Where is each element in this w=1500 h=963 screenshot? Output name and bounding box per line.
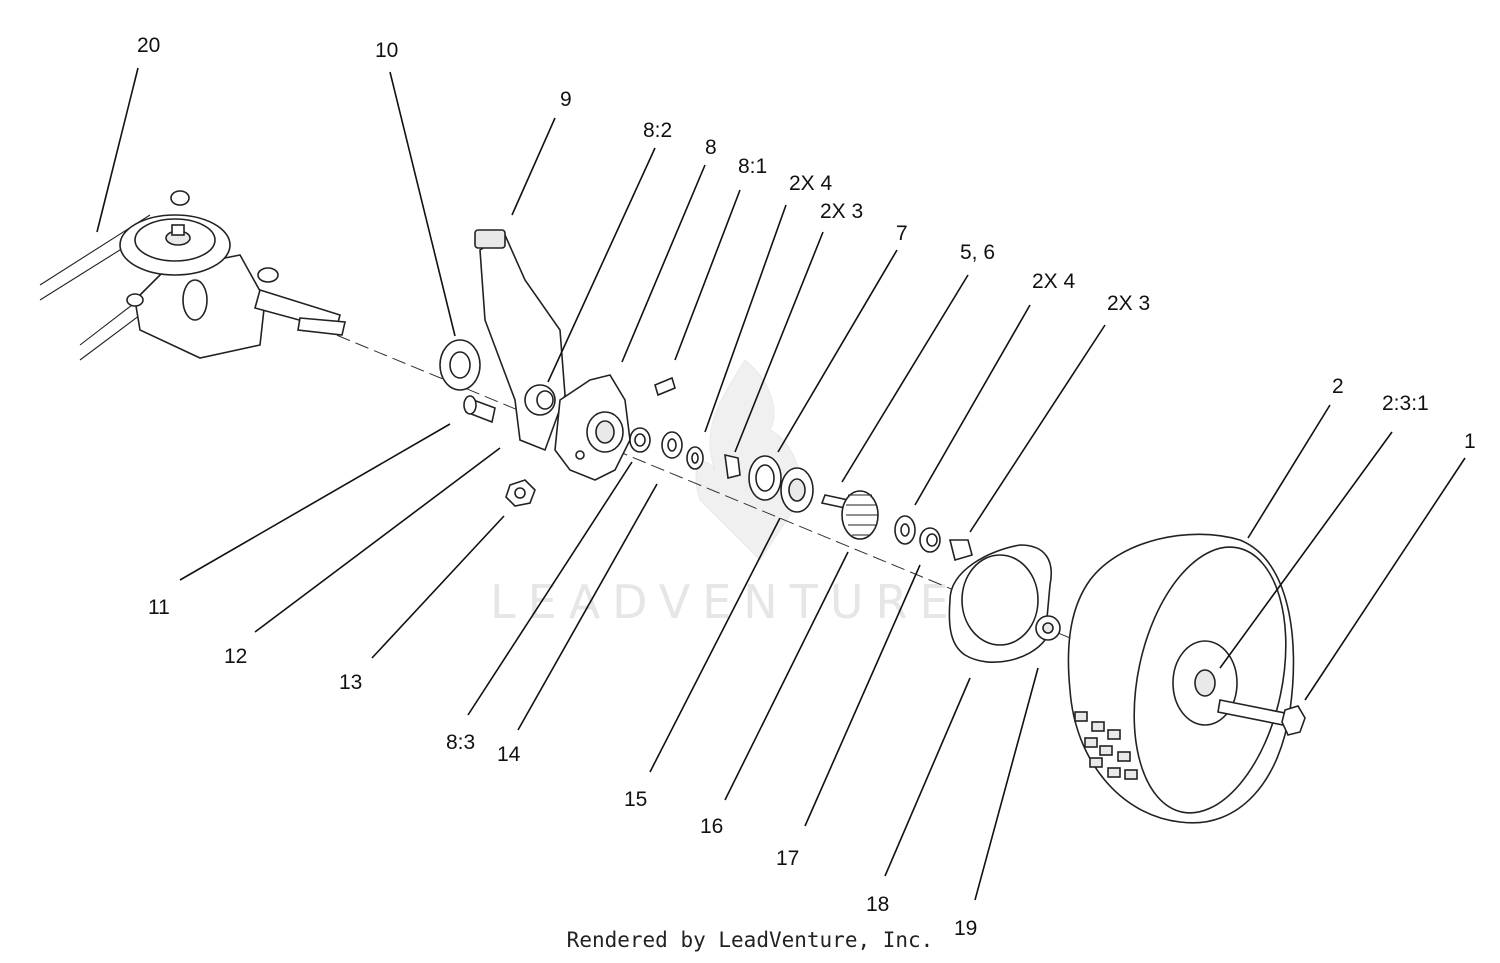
leader-15 [649,517,781,773]
leader-2x3-b [969,324,1106,533]
leader-20 [96,67,139,233]
callout-12: 12 [224,645,247,668]
callout-10: 10 [375,39,398,62]
callout-20: 20 [137,34,160,57]
leader-7 [777,249,898,453]
callout-18: 18 [866,893,889,916]
leader-2 [1247,404,1331,539]
callout-2x3-a: 2X 3 [820,200,863,223]
leader-19 [974,667,1039,901]
callout-8-1: 8:1 [738,155,767,178]
part-15-washer [661,431,683,459]
part-4-washer-b [894,515,916,545]
callout-8-2: 8:2 [643,119,672,142]
leader-2x4-b [914,304,1031,506]
callout-16: 16 [700,815,723,838]
callout-14: 14 [497,743,521,766]
part-9-height-bracket [474,229,566,452]
callout-5-6: 5, 6 [960,241,995,264]
callout-13: 13 [339,671,362,694]
part-18-19-gear-cover [948,544,1061,663]
leader-16 [724,551,849,801]
leader-11 [179,423,451,581]
callout-17: 17 [776,847,799,870]
leader-lines [96,67,1466,901]
leader-8-1 [674,189,741,361]
callout-15: 15 [624,788,647,811]
part-2-wheel [1067,533,1295,824]
callout-8-3: 8:3 [446,731,475,754]
callout-11: 11 [148,596,170,619]
leader-10 [389,71,456,337]
part-14-bushing [629,427,651,453]
callout-9: 9 [560,88,572,111]
callout-1: 1 [1464,430,1476,453]
part-17-bushing [919,527,941,553]
callout-2x4-b: 2X 4 [1032,270,1076,293]
part-3-clip-b [948,539,973,562]
leader-8-2 [547,147,656,383]
callout-7: 7 [896,222,908,245]
part-13-nut [505,479,536,507]
leader-14 [517,483,658,731]
part-8-adjuster-plate [554,374,631,481]
part-3-clip-a [724,453,741,479]
callout-labels: 20 10 9 8:2 8 8:1 2X 4 2X 3 7 5, 6 2X 4 … [137,34,1476,940]
watermark: LEADVENTURE [490,359,961,629]
callout-8: 8 [705,136,717,159]
leader-8-3 [467,461,633,716]
part-4-washer-a [686,446,704,470]
leader-2x4-a [704,204,787,433]
leader-17 [804,564,921,827]
leader-1 [1304,457,1466,701]
leader-2-3-1 [1219,431,1393,669]
leader-8 [621,164,706,363]
leader-5-6 [841,274,969,483]
leader-18 [884,677,971,877]
part-16-bearing [780,467,814,513]
callout-19: 19 [954,917,977,940]
part-5-6-pinion-gear [820,490,879,540]
part-8-1-screw [654,376,676,397]
render-credit: Rendered by LeadVenture, Inc. [566,928,934,952]
part-11-bolt [463,395,496,424]
watermark-text: LEADVENTURE [490,575,961,629]
leader-2x3-a [734,231,824,453]
callout-2-3-1: 2:3:1 [1382,392,1429,415]
callout-2: 2 [1332,375,1344,398]
part-7-bearing [748,455,782,501]
leader-9 [511,117,556,216]
transmission-assembly [39,190,346,361]
wheel-tread [1074,711,1138,780]
part-10-washer [439,339,481,391]
callout-2x3-b: 2X 3 [1107,292,1150,315]
callout-2x4-a: 2X 4 [789,172,833,195]
leader-13 [371,515,505,659]
part-1-axle-bolt [1217,699,1306,736]
leader-12 [254,447,501,633]
